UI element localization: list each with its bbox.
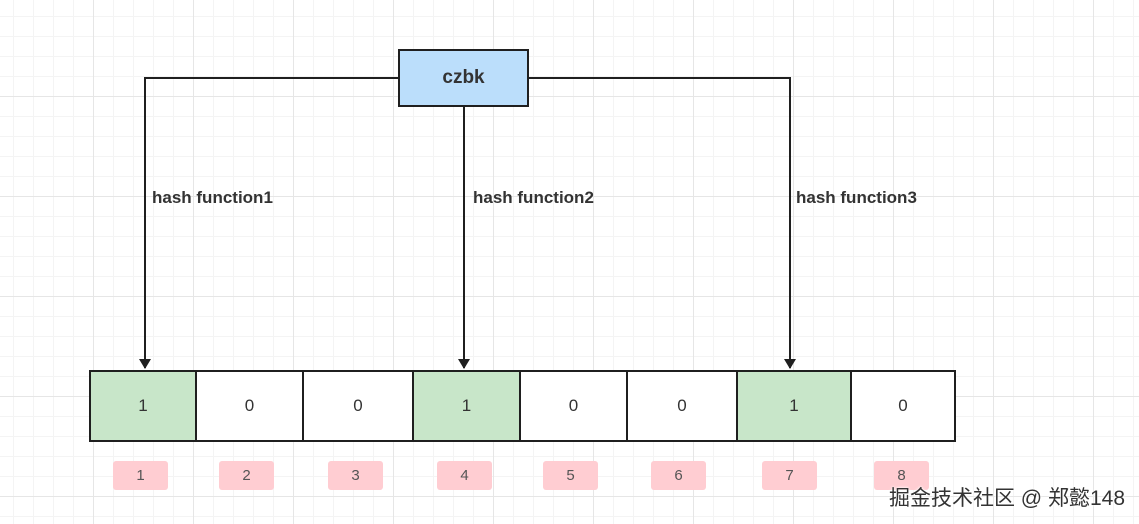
bit-cell-8: 0 <box>850 372 954 440</box>
watermark: 掘金技术社区 @ 郑懿148 <box>888 487 1125 510</box>
hash-function3-label: hash function3 <box>796 188 917 207</box>
index-label-3: 3 <box>328 461 383 490</box>
hash-function2-label: hash function2 <box>473 188 594 207</box>
index-label-8: 8 <box>874 461 929 490</box>
bit-cell-6: 0 <box>626 372 736 440</box>
arrow-hash-function3 <box>529 77 796 369</box>
bit-cell-4: 1 <box>412 372 519 440</box>
bit-cell-3: 0 <box>302 372 412 440</box>
bit-cell-1: 1 <box>91 372 195 440</box>
bit-cell-5: 0 <box>519 372 626 440</box>
index-label-4: 4 <box>437 461 492 490</box>
index-label-7: 7 <box>762 461 817 490</box>
index-label-1: 1 <box>113 461 168 490</box>
bit-cell-7: 1 <box>736 372 850 440</box>
arrow-hash-function1 <box>139 77 398 369</box>
index-label-5: 5 <box>543 461 598 490</box>
bit-array: 1 0 0 1 0 0 1 0 <box>89 370 956 442</box>
index-label-6: 6 <box>651 461 706 490</box>
bit-cell-2: 0 <box>195 372 302 440</box>
key-node: czbk <box>398 49 529 107</box>
hash-function1-label: hash function1 <box>152 188 273 207</box>
index-label-2: 2 <box>219 461 274 490</box>
